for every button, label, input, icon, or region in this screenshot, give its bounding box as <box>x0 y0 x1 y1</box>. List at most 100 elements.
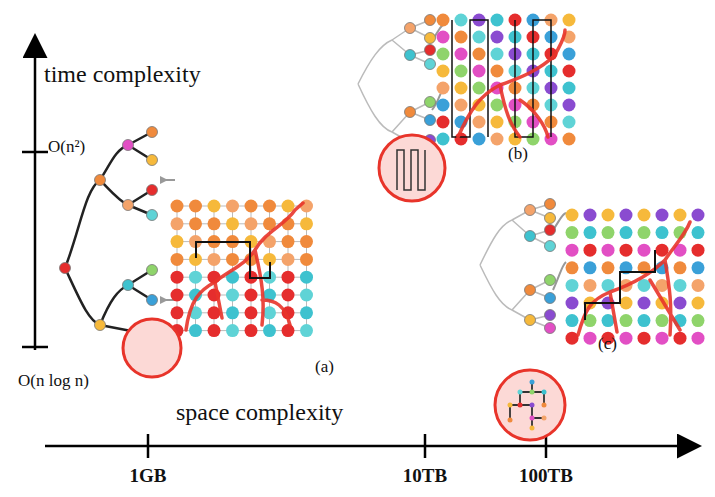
dot <box>226 253 239 266</box>
dot <box>300 324 313 337</box>
dot <box>566 261 579 274</box>
dot <box>656 226 669 239</box>
dot <box>189 271 202 284</box>
tree-node <box>525 205 536 216</box>
dot <box>245 200 258 213</box>
tree-node <box>60 263 71 274</box>
dot <box>656 314 669 327</box>
dot <box>638 226 651 239</box>
tree-c <box>480 204 566 328</box>
tree-node <box>147 210 158 221</box>
dot <box>282 289 295 302</box>
dot <box>437 48 450 61</box>
dot <box>189 324 202 337</box>
dot <box>437 65 450 78</box>
dot <box>245 306 258 319</box>
dot <box>692 297 705 310</box>
tree-b <box>358 20 445 150</box>
dot <box>455 14 468 27</box>
dot <box>566 332 579 345</box>
dot <box>566 279 579 292</box>
dot <box>208 217 221 230</box>
dot-grid <box>437 14 576 146</box>
dot <box>282 235 295 248</box>
dot-grid <box>566 209 705 345</box>
panel-label: (c) <box>598 335 617 352</box>
dot <box>584 244 597 257</box>
dot <box>245 289 258 302</box>
tree-node <box>425 59 436 70</box>
dot <box>602 226 615 239</box>
dot <box>674 297 687 310</box>
dot <box>455 99 468 112</box>
axis-title: time complexity <box>44 62 201 86</box>
time-axis <box>34 38 37 350</box>
dot <box>171 253 184 266</box>
dot <box>208 253 221 266</box>
dot <box>584 261 597 274</box>
tree-node <box>545 199 556 210</box>
tree-node <box>425 97 436 108</box>
dot <box>282 324 295 337</box>
dot <box>656 332 669 345</box>
tree-node <box>123 140 134 151</box>
dot <box>491 14 504 27</box>
dot <box>189 200 202 213</box>
tree-node <box>147 185 158 196</box>
dot <box>542 390 547 395</box>
dot <box>226 217 239 230</box>
panel-label: (b) <box>508 145 528 162</box>
dot <box>584 279 597 292</box>
dot <box>263 306 276 319</box>
dot <box>473 31 486 44</box>
dot <box>563 48 576 61</box>
dot <box>437 133 450 146</box>
tree-node <box>147 127 158 138</box>
dot <box>674 261 687 274</box>
tree-node <box>425 45 436 56</box>
axis-title: space complexity <box>176 400 343 424</box>
dot <box>171 200 184 213</box>
dot <box>491 48 504 61</box>
zoom-circle <box>379 135 445 201</box>
dot <box>620 209 633 222</box>
tree-node <box>525 231 536 242</box>
dot <box>208 324 221 337</box>
path-curve <box>578 222 690 335</box>
dot <box>437 82 450 95</box>
dot <box>263 324 276 337</box>
tree-node <box>123 200 134 211</box>
tree-node <box>545 241 556 252</box>
panel-label: (a) <box>315 358 334 375</box>
dot <box>692 244 705 257</box>
dot <box>473 82 486 95</box>
dot <box>455 65 468 78</box>
dot <box>226 200 239 213</box>
dot <box>473 116 486 129</box>
space-axis <box>45 445 697 448</box>
dot <box>171 217 184 230</box>
dot <box>300 306 313 319</box>
dot <box>245 324 258 337</box>
tree-node <box>95 175 106 186</box>
dot <box>508 403 513 408</box>
dot <box>491 99 504 112</box>
tree-node <box>405 23 416 34</box>
dot <box>518 390 523 395</box>
path-curve <box>186 203 303 330</box>
tick-label: O(n²) <box>48 138 85 155</box>
dot <box>563 133 576 146</box>
dot <box>692 332 705 345</box>
dot <box>171 235 184 248</box>
dot <box>620 244 633 257</box>
dot <box>300 289 313 302</box>
dot <box>563 99 576 112</box>
dot <box>530 390 535 395</box>
dot <box>638 314 651 327</box>
dot <box>674 332 687 345</box>
path-curve <box>458 30 565 137</box>
dot <box>171 306 184 319</box>
dot <box>566 244 579 257</box>
dot <box>620 314 633 327</box>
